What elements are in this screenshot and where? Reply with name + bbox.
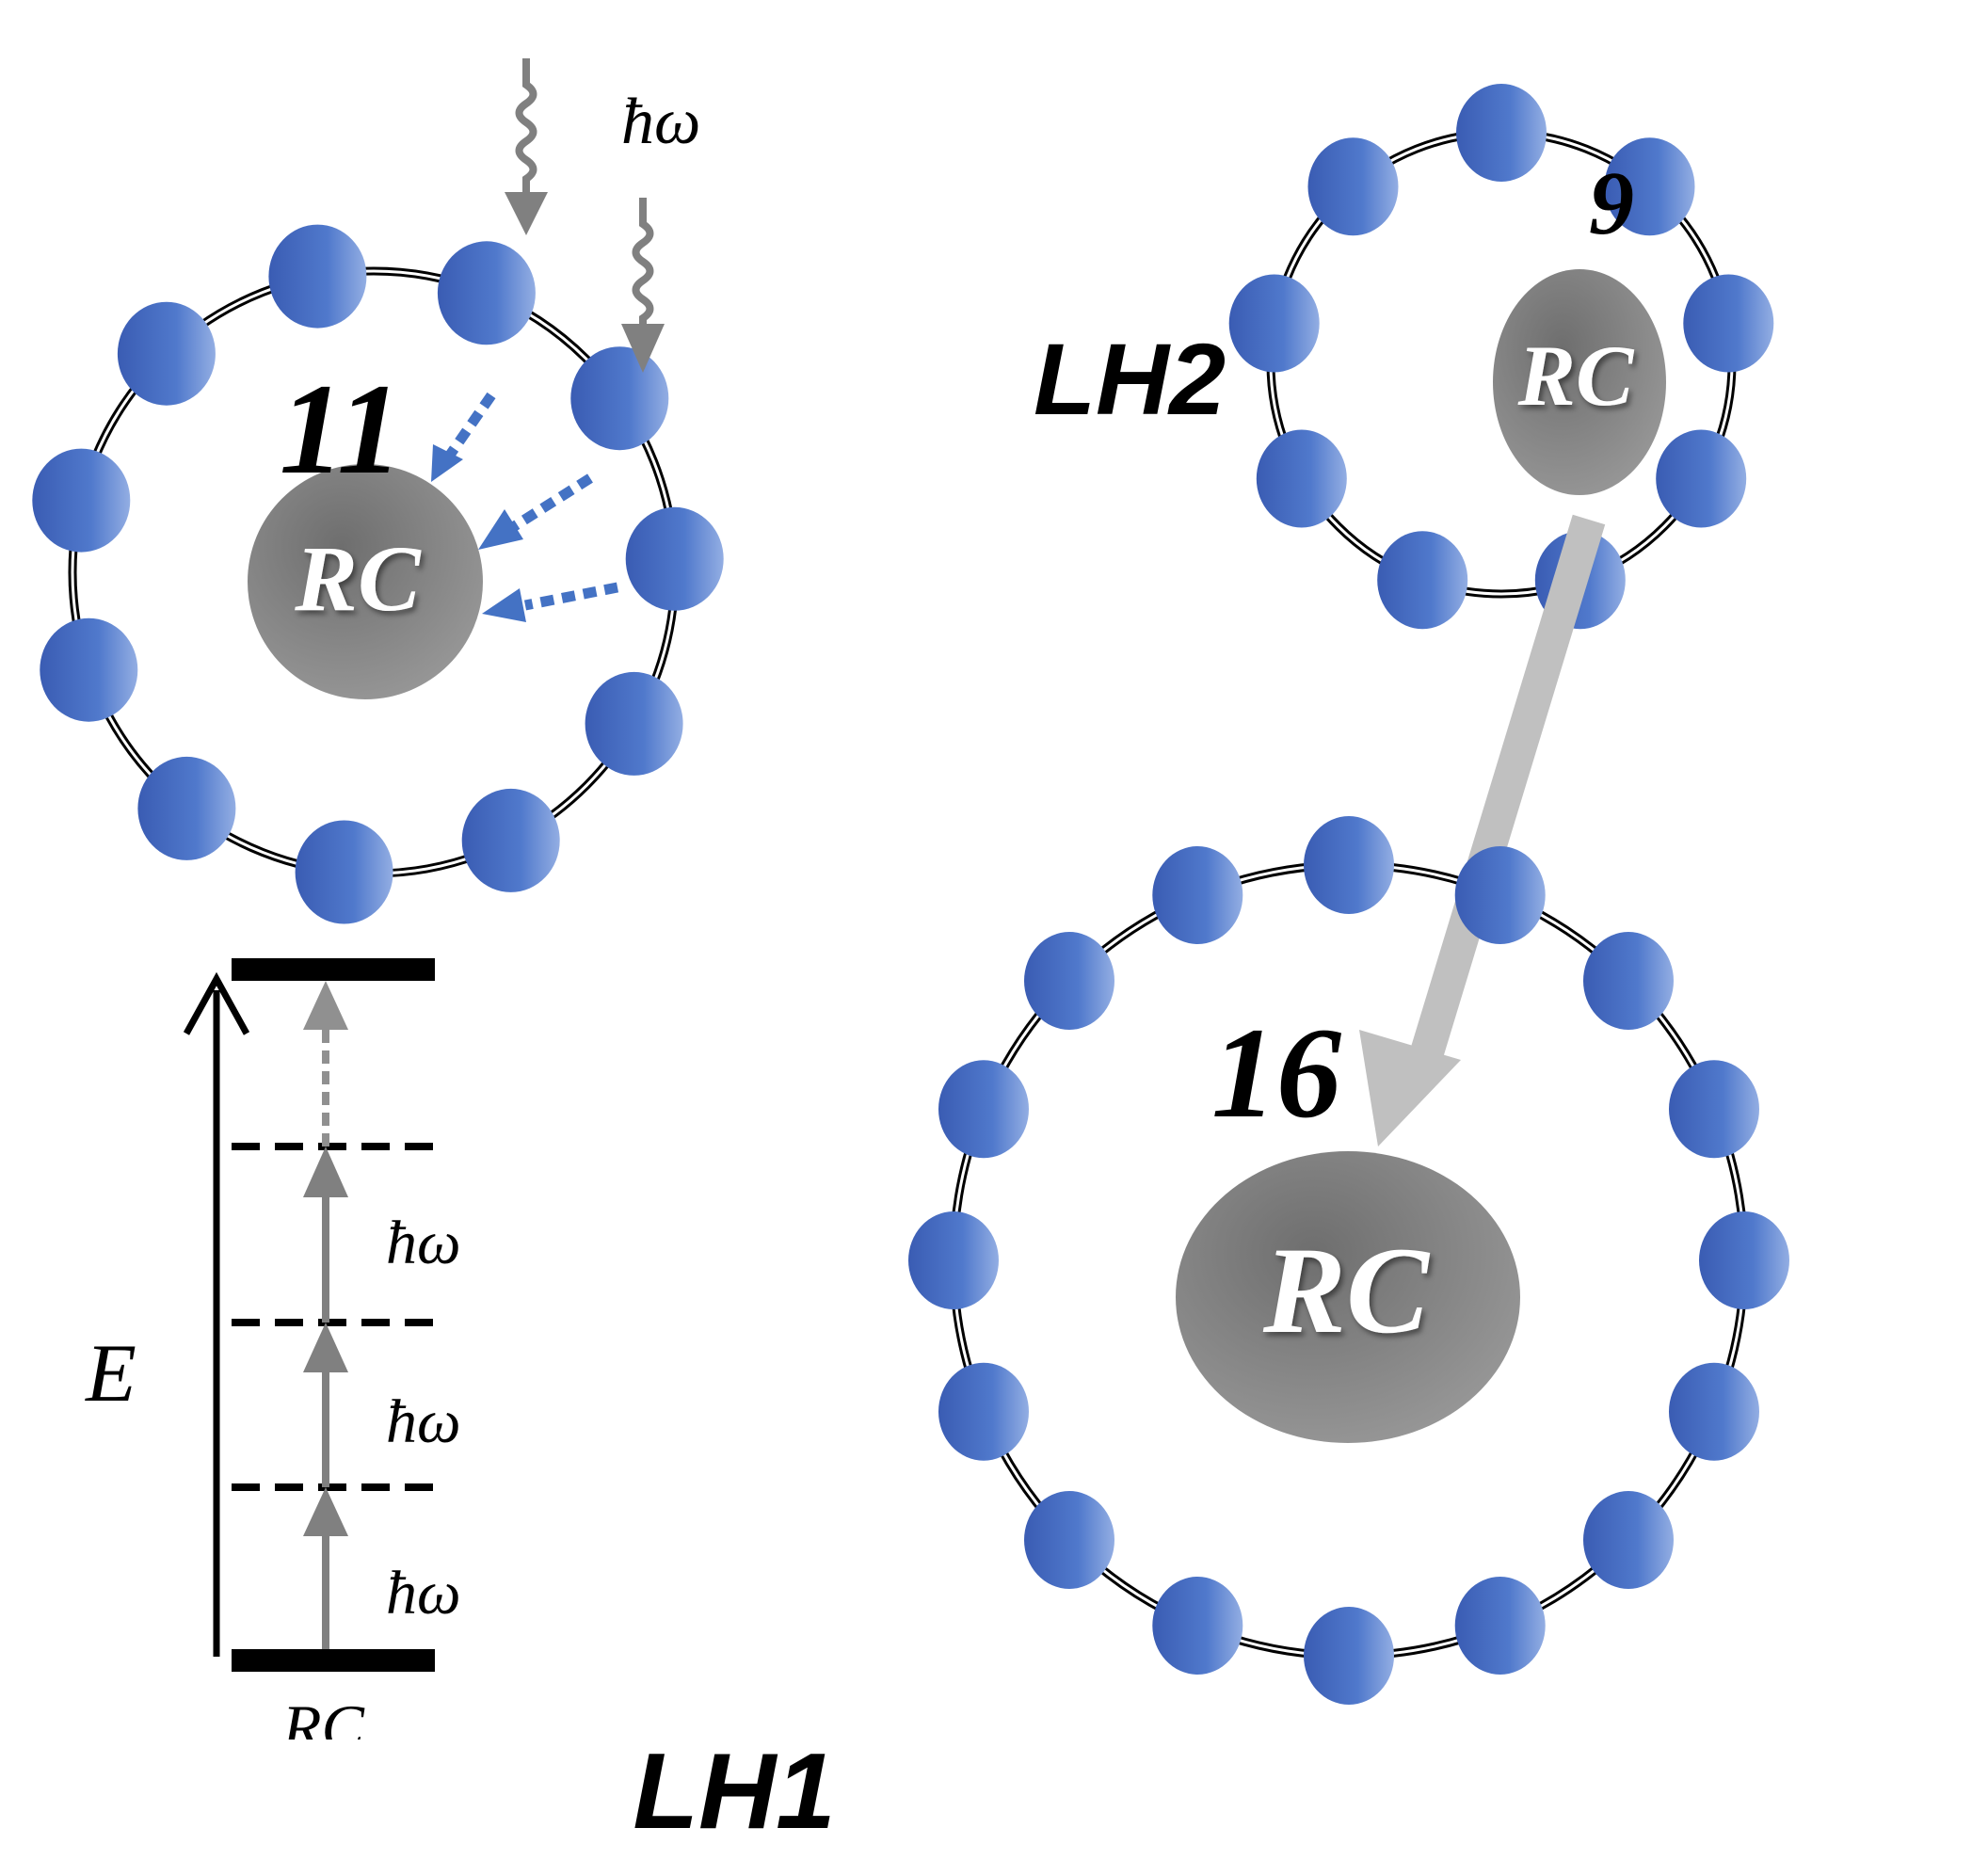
- pigment-bead: [570, 346, 669, 451]
- pigment-bead: [1377, 531, 1468, 630]
- pigment-bead: [1683, 274, 1774, 373]
- pigment-bead: [437, 241, 536, 345]
- transfer-arrow-2: [510, 473, 593, 532]
- energy-diagram: E ħω ħω ħω RC: [84, 958, 461, 1763]
- step-label-2: ħω: [386, 1387, 461, 1456]
- pigment-bead: [1656, 429, 1747, 528]
- pigment-bead: [938, 1362, 1029, 1461]
- rc-core-left: [248, 464, 483, 699]
- pigment-bead: [1024, 1491, 1114, 1589]
- pigment-bead: [1583, 932, 1674, 1030]
- rc-label-left: RC: [294, 526, 422, 631]
- ring-count-left: 11: [280, 357, 402, 501]
- pigment-bead: [585, 671, 683, 776]
- pigment-bead: [268, 224, 367, 329]
- rc-core-bottom-right: [1176, 1151, 1520, 1443]
- pigment-bead: [1583, 1491, 1674, 1589]
- pigment-bead: [1024, 932, 1114, 1030]
- pigment-bead: [1699, 1211, 1789, 1309]
- lh2-label: LH2: [1034, 322, 1226, 436]
- transfer-arrow-2-head: [478, 509, 523, 550]
- transfer-arrow-1-head: [431, 444, 463, 482]
- energy-bottom-label: RC: [281, 1692, 365, 1763]
- ring-count-bottom-right: 16: [1211, 1001, 1341, 1145]
- pigment-bead: [908, 1211, 999, 1309]
- pigment-bead: [1669, 1362, 1759, 1461]
- pigment-bead: [137, 756, 236, 860]
- pigment-bead: [1228, 274, 1320, 373]
- lh1-label: LH1: [633, 1732, 835, 1852]
- rc-core-top-right: [1493, 269, 1666, 495]
- pigment-bead: [1304, 1607, 1394, 1705]
- pigment-bead: [40, 617, 138, 722]
- transfer-arrow-3-head: [482, 588, 526, 622]
- energy-axis-label: E: [84, 1328, 136, 1419]
- pigment-bead: [1604, 137, 1695, 236]
- transfer-arrow-1: [440, 392, 496, 467]
- ring-bottom-right: RC 16: [908, 816, 1789, 1705]
- rc-label-top-right: RC: [1517, 328, 1635, 424]
- pigment-bead: [117, 301, 216, 406]
- step-label-1: ħω: [386, 1209, 461, 1277]
- pigment-bead: [461, 788, 560, 892]
- ring-left: RC 11: [32, 224, 724, 924]
- pigment-bead: [295, 820, 393, 924]
- pigment-bead: [1256, 429, 1347, 528]
- pigment-bead: [1454, 1577, 1546, 1675]
- pigment-bead: [1669, 1060, 1759, 1159]
- photon-label: ħω: [621, 86, 700, 158]
- rc-label-bottom-right: RC: [1262, 1221, 1431, 1359]
- pigment-bead: [1456, 84, 1547, 182]
- pigment-bead: [938, 1060, 1029, 1159]
- pigment-bead: [32, 448, 131, 553]
- photon-arrow-2: [621, 198, 665, 373]
- photon-arrow-1: [505, 58, 548, 235]
- pigment-bead: [625, 506, 724, 611]
- pigment-bead: [1152, 1577, 1243, 1675]
- pigment-bead: [1152, 846, 1243, 944]
- pigment-bead: [1307, 137, 1399, 236]
- pigment-bead: [1454, 846, 1546, 944]
- step-label-3: ħω: [386, 1559, 461, 1627]
- pigment-bead: [1304, 816, 1394, 914]
- big-transfer-arrow: [1359, 514, 1606, 1146]
- transfer-arrow-3: [523, 582, 619, 611]
- ring-top-right: RC 9: [1228, 84, 1774, 630]
- ring-count-top-right: 9: [1589, 152, 1634, 253]
